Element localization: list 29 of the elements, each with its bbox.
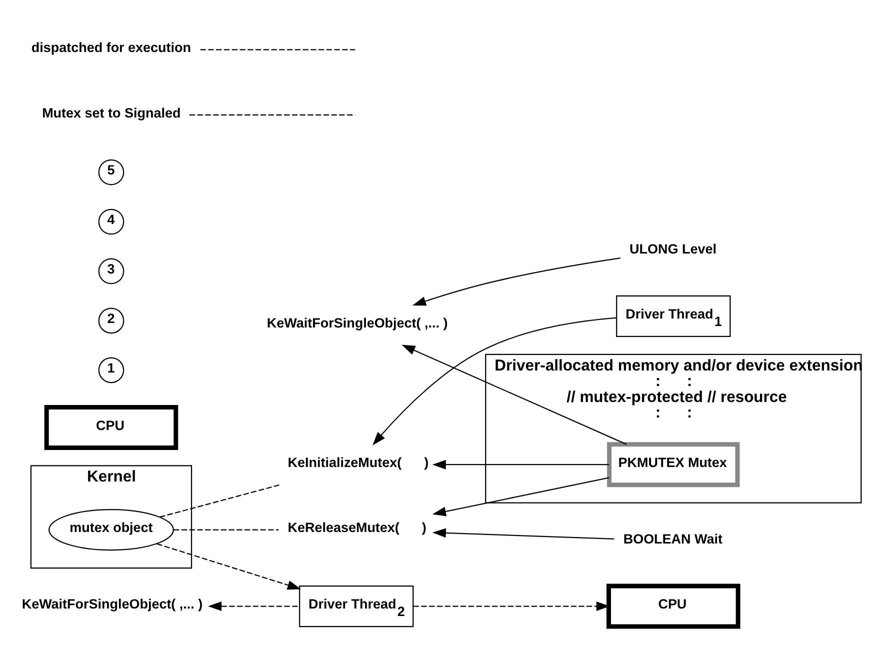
arrow xyxy=(412,256,620,306)
node-text: ULONG Level xyxy=(630,240,716,256)
node-text: KeReleaseMutex( ) xyxy=(288,520,426,535)
arrow xyxy=(432,528,614,540)
arrow xyxy=(432,476,610,516)
node-text: KeInitializeMutex( ) xyxy=(288,454,429,470)
connector xyxy=(200,48,356,50)
node-box: CPU xyxy=(606,583,740,628)
node-ellipse: mutex object xyxy=(48,508,174,550)
arrow xyxy=(156,542,302,590)
node-circle: 1 xyxy=(98,356,124,383)
node-text: BOOLEAN Wait xyxy=(623,530,722,546)
node-text: KeWaitForSingleObject( ,... ) xyxy=(266,315,448,330)
node-circle: 2 xyxy=(98,307,124,334)
connector xyxy=(160,484,280,518)
node-circle: 4 xyxy=(98,208,124,234)
arrow xyxy=(372,316,616,445)
node-box: PKMUTEX Mutex xyxy=(607,442,740,487)
node-box: CPU xyxy=(44,404,178,450)
node-text: dispatched for execution xyxy=(31,40,192,55)
arrow xyxy=(402,344,627,444)
node-text: KeWaitForSingleObject( ,... ) xyxy=(22,596,203,612)
arrow xyxy=(208,601,300,610)
node-circle: 5 xyxy=(98,158,124,185)
node-text: Mutex set to Signaled xyxy=(42,104,181,120)
connector xyxy=(190,114,356,115)
connector xyxy=(174,528,279,530)
arrow xyxy=(432,459,610,469)
node-circle: 3 xyxy=(98,258,124,284)
